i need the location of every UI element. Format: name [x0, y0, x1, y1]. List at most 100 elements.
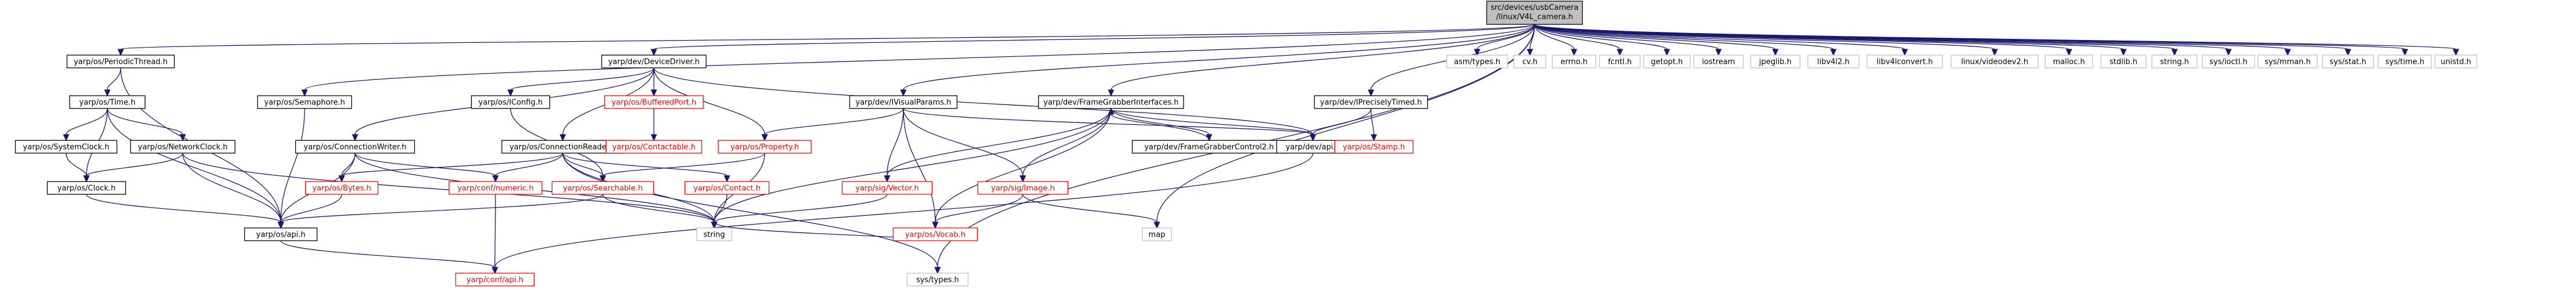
node-string[interactable]: string: [696, 227, 732, 241]
node-osclock[interactable]: yarp/os/Clock.h: [46, 181, 126, 195]
node-stamp[interactable]: yarp/os/Stamp.h: [1334, 140, 1414, 154]
node-searchable[interactable]: yarp/os/Searchable.h: [551, 181, 654, 195]
node-label: iostream: [1702, 58, 1735, 67]
node-ioctl[interactable]: sys/ioctl.h: [2202, 55, 2255, 68]
node-label: yarp/os/PeriodicThread.h: [74, 58, 168, 67]
node-label: yarp/conf/numeric.h: [457, 184, 534, 193]
edge-semaphore-to-osapi: [277, 108, 305, 229]
node-label: /linux/V4L_camera.h: [1496, 13, 1573, 21]
node-videodev2[interactable]: linux/videodev2.h: [1951, 55, 2039, 68]
node-label: yarp/os/Semaphore.h: [264, 99, 345, 107]
node-label: jpeglib.h: [1759, 58, 1792, 67]
node-label: yarp/os/SystemClock.h: [23, 143, 110, 152]
node-asm[interactable]: asm/types.h: [1446, 55, 1508, 68]
node-label: map: [1149, 231, 1166, 240]
node-label: yarp/os/Stamp.h: [1343, 143, 1405, 152]
node-confapi[interactable]: yarp/conf/api.h: [455, 273, 535, 287]
edge-iprecisely-to-stamp: [1370, 108, 1377, 142]
node-semaphore[interactable]: yarp/os/Semaphore.h: [257, 95, 352, 109]
node-map[interactable]: map: [1142, 227, 1172, 241]
node-vocab[interactable]: yarp/os/Vocab.h: [892, 227, 978, 241]
edge-connectionreader-to-numeric: [492, 153, 563, 183]
node-errno[interactable]: errno.h: [1551, 55, 1597, 68]
edge-bytes-to-osapi: [277, 194, 342, 229]
edge-root-to-framegrabberinterfaces: [1108, 24, 1535, 97]
node-sigvector[interactable]: yarp/sig/Vector.h: [841, 181, 933, 195]
node-connectionreader[interactable]: yarp/os/ConnectionReader.h: [501, 140, 624, 154]
node-iostream[interactable]: iostream: [1693, 55, 1744, 68]
node-periodicthread[interactable]: yarp/os/PeriodicThread.h: [66, 55, 175, 68]
node-label: libv4l2.h: [1817, 58, 1850, 67]
node-label: yarp/os/Searchable.h: [563, 184, 643, 193]
edge-bufferedport-to-contactable: [650, 108, 657, 142]
edge-connectionreader-to-systypes: [562, 153, 941, 274]
node-label: asm/types.h: [1454, 58, 1500, 67]
node-iconfig[interactable]: yarp/os/IConfig.h: [471, 95, 551, 109]
node-connectionwriter[interactable]: yarp/os/ConnectionWriter.h: [295, 140, 415, 154]
node-label: sys/time.h: [2385, 58, 2424, 67]
node-unistd[interactable]: unistd.h: [2434, 55, 2477, 68]
node-ivisualparams[interactable]: yarp/dev/IVisualParams.h: [849, 95, 958, 109]
node-framegrabberinterfaces[interactable]: yarp/dev/FrameGrabberInterfaces.h: [1038, 95, 1184, 109]
node-systemclock[interactable]: yarp/os/SystemClock.h: [15, 140, 118, 154]
node-devapi[interactable]: yarp/dev/api.h: [1276, 140, 1350, 154]
edge-root-to-videodev2: [1534, 24, 1998, 56]
node-label: linux/videodev2.h: [1961, 58, 2028, 67]
edge-root-to-getopt: [1534, 24, 1670, 56]
edge-root-to-semaphore: [301, 24, 1535, 97]
edge-numeric-to-confapi: [491, 194, 498, 274]
node-label: yarp/os/Property.h: [730, 143, 799, 152]
node-time_h[interactable]: sys/time.h: [2378, 55, 2432, 68]
node-label: yarp/sig/Image.h: [991, 184, 1055, 193]
edge-root-to-fcntl: [1534, 24, 1623, 56]
node-contactable[interactable]: yarp/os/Contactable.h: [605, 140, 703, 154]
node-libv4l2[interactable]: libv4l2.h: [1807, 55, 1859, 68]
edge-sigvector-to-string: [711, 194, 888, 229]
edge-networkclock-to-osclock: [83, 153, 183, 183]
node-sigimage[interactable]: yarp/sig/Image.h: [977, 181, 1069, 195]
node-osapi[interactable]: yarp/os/api.h: [244, 227, 318, 241]
edge-osapi-to-confapi: [280, 240, 498, 274]
node-bytes[interactable]: yarp/os/Bytes.h: [305, 181, 379, 195]
node-jpeglib[interactable]: jpeglib.h: [1750, 55, 1801, 68]
edge-ivisualparams-to-property: [761, 108, 904, 142]
node-libv4lconvert[interactable]: libv4lconvert.h: [1866, 55, 1943, 68]
node-root[interactable]: src/devices/usbCamera/linux/V4L_camera.h: [1486, 1, 1583, 25]
graph-nodes: src/devices/usbCamera/linux/V4L_camera.h…: [15, 1, 2477, 287]
edge-connectionwriter-to-numeric: [354, 153, 499, 183]
node-stat[interactable]: sys/stat.h: [2322, 55, 2374, 68]
node-label: yarp/dev/FrameGrabberInterfaces.h: [1043, 99, 1178, 107]
node-devicedriver[interactable]: yarp/dev/DeviceDriver.h: [601, 55, 707, 68]
node-property[interactable]: yarp/os/Property.h: [718, 140, 812, 154]
node-iprecisely[interactable]: yarp/dev/IPreciselyTimed.h: [1314, 95, 1428, 109]
node-systypes[interactable]: sys/types.h: [906, 273, 969, 287]
edge-root-to-jpeglib: [1534, 24, 1779, 56]
node-fcntl[interactable]: fcntl.h: [1599, 55, 1641, 68]
node-cv[interactable]: cv.h: [1513, 55, 1547, 68]
node-getopt[interactable]: getopt.h: [1643, 55, 1691, 68]
node-framegrabbercontrol2[interactable]: yarp/dev/FrameGrabberControl2.h: [1131, 140, 1287, 154]
edge-sigimage-to-map: [1022, 194, 1160, 229]
edge-connectionreader-to-bytes: [338, 153, 563, 183]
edge-devapi-to-confapi: [491, 153, 1314, 274]
node-bufferedport[interactable]: yarp/os/BufferedPort.h: [604, 95, 704, 109]
edge-root-to-libv4lconvert: [1534, 24, 1908, 56]
node-numeric[interactable]: yarp/conf/numeric.h: [448, 181, 542, 195]
node-ostime[interactable]: yarp/os/Time.h: [69, 95, 146, 109]
node-mman[interactable]: sys/mman.h: [2257, 55, 2318, 68]
edge-root-to-periodicthread: [117, 24, 1535, 56]
node-stdlib[interactable]: stdlib.h: [2100, 55, 2147, 68]
node-label: yarp/os/ConnectionWriter.h: [303, 143, 406, 152]
graph-edges: [63, 24, 2459, 274]
node-label: errno.h: [1561, 58, 1588, 67]
node-networkclock[interactable]: yarp/os/NetworkClock.h: [130, 140, 236, 154]
edge-root-to-devicedriver: [650, 24, 1535, 56]
node-label: yarp/conf/api.h: [466, 276, 523, 285]
node-string_h[interactable]: string.h: [2151, 55, 2198, 68]
edge-root-to-errno: [1534, 24, 1578, 56]
node-oscontact[interactable]: yarp/os/Contact.h: [684, 181, 770, 195]
edge-ostime-to-systemclock: [63, 108, 108, 142]
node-malloc[interactable]: malloc.h: [2045, 55, 2093, 68]
node-label: sys/mman.h: [2264, 58, 2311, 67]
